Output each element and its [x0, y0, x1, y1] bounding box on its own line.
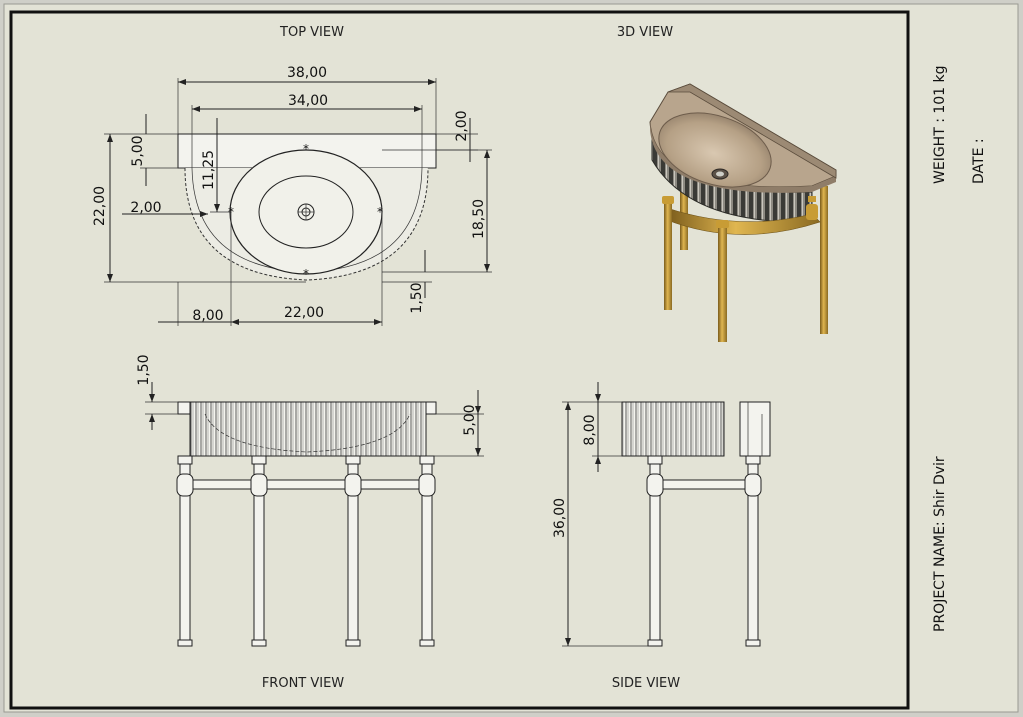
dim-side-apron: 8,00 [582, 414, 598, 445]
weight-label: WEIGHT : 101 kg [932, 65, 948, 184]
title-block: WEIGHT : 101 kg DATE : PROJECT NAME: Shi… [932, 65, 987, 632]
top-view-title: TOP VIEW [279, 25, 344, 40]
side-view: 8,00 36,00 [552, 382, 771, 647]
dim-left-offset: 8,00 [192, 308, 223, 324]
project-name-label: PROJECT NAME: Shir Dvir [932, 456, 948, 632]
top-view: * * * * 38,00 34,00 2,00 18,50 1,50 [92, 65, 492, 326]
dim-inner-width: 34,00 [288, 93, 328, 109]
dim-overall-width: 38,00 [287, 65, 327, 81]
front-view: 1,50 5,00 [136, 354, 484, 647]
dim-front-apron: 5,00 [462, 404, 478, 435]
dim-center: 11,25 [201, 150, 217, 190]
iso-view [649, 83, 837, 342]
dim-overall-height: 36,00 [552, 498, 568, 538]
dim-front-slab: 1,50 [136, 354, 152, 385]
iso-view-title: 3D VIEW [617, 25, 673, 40]
dim-side-gap: 2,00 [130, 200, 161, 216]
dim-depth: 22,00 [92, 186, 108, 226]
front-view-title: FRONT VIEW [262, 676, 344, 691]
svg-text:*: * [303, 142, 309, 156]
dim-front-gap: 1,50 [409, 282, 425, 313]
dim-bowl-width: 22,00 [284, 305, 324, 321]
dim-back-offset: 5,00 [130, 135, 146, 166]
side-view-title: SIDE VIEW [612, 676, 680, 691]
date-label: DATE : [971, 138, 987, 184]
dim-rim: 2,00 [454, 110, 470, 141]
svg-text:*: * [303, 267, 309, 281]
dim-bowl-depth: 18,50 [471, 199, 487, 239]
svg-text:*: * [377, 205, 383, 219]
